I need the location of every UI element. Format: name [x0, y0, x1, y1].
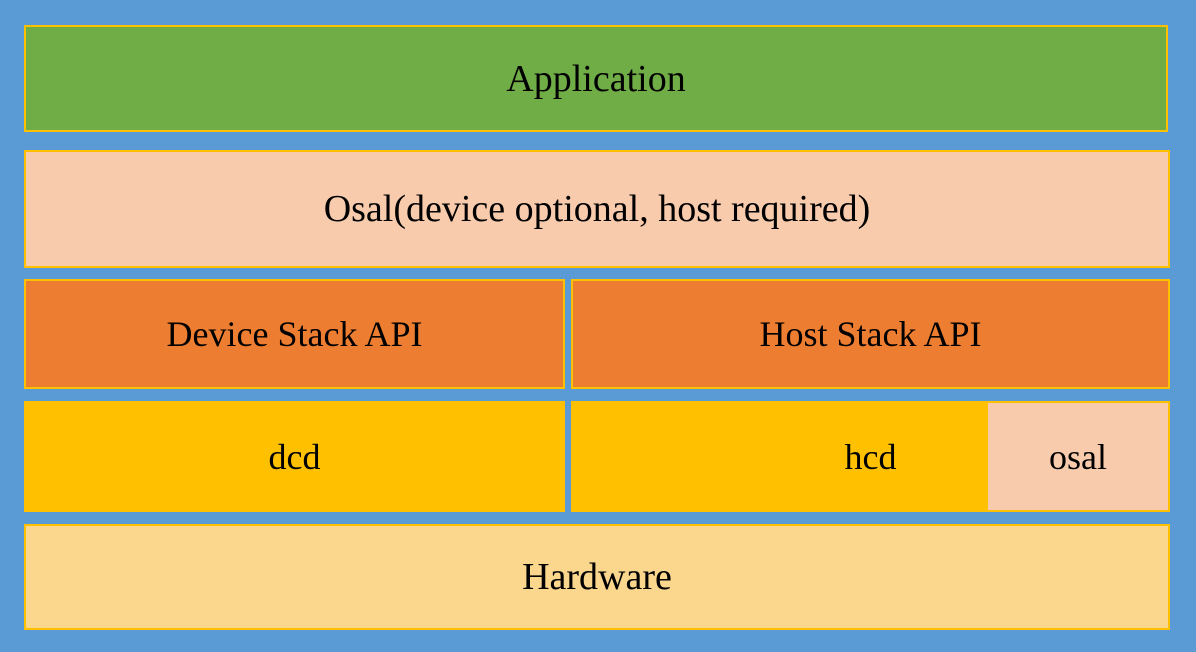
layer-dcd-label: dcd	[268, 436, 321, 477]
layer-dcd: dcd	[24, 401, 565, 512]
layer-hcd: hcd osal	[571, 401, 1170, 512]
layer-hardware: Hardware	[24, 524, 1170, 630]
layer-host-stack-api-label: Host Stack API	[759, 314, 982, 354]
layer-application: Application	[24, 25, 1168, 132]
layer-osal: Osal(device optional, host required)	[24, 150, 1170, 268]
layer-device-stack-api: Device Stack API	[24, 279, 565, 389]
layer-host-stack-api: Host Stack API	[571, 279, 1170, 389]
layer-osal-label: Osal(device optional, host required)	[323, 188, 871, 230]
layer-hcd-label: hcd	[844, 436, 897, 477]
layer-application-label: Application	[506, 57, 686, 100]
layer-hcd-osal-label: osal	[1049, 436, 1107, 477]
layer-hardware-label: Hardware	[522, 556, 672, 598]
layer-hcd-osal: osal	[988, 403, 1168, 510]
layer-device-stack-api-label: Device Stack API	[166, 314, 423, 354]
